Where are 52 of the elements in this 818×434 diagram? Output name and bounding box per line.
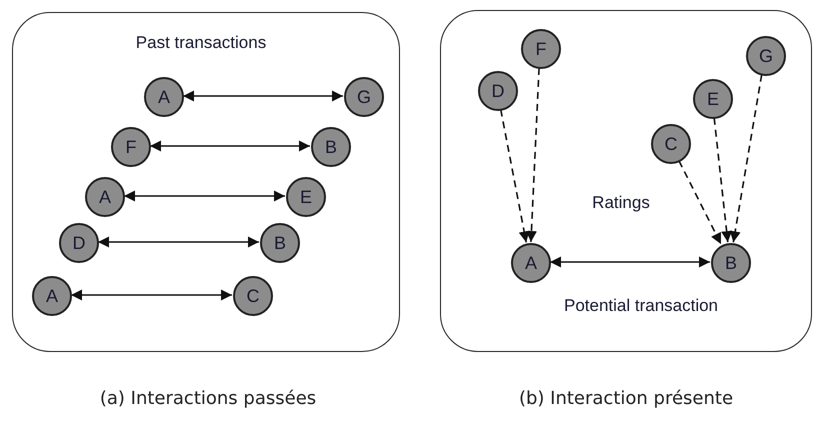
rounded-panel — [12, 12, 400, 352]
node-circle — [144, 77, 184, 117]
node-circle — [746, 36, 786, 76]
double-arrow — [550, 256, 710, 268]
node-letter: C — [246, 286, 260, 306]
double-arrow — [71, 290, 232, 300]
node-circle — [286, 177, 326, 217]
dashed-arrow — [730, 74, 762, 242]
double-arrow — [183, 90, 343, 102]
node-letter: F — [536, 38, 546, 60]
node-circle — [311, 127, 351, 167]
node-letter: D — [72, 232, 86, 254]
figure-caption: (a) Interactions passées — [100, 388, 316, 409]
panel-label: Potential transaction — [564, 296, 718, 316]
node-circle — [478, 71, 518, 111]
node-circle — [32, 276, 72, 316]
node-circle — [59, 223, 99, 263]
node-letter: A — [524, 252, 537, 274]
node-letter: B — [324, 136, 337, 158]
node-circle — [693, 79, 733, 119]
node-circle — [233, 276, 273, 316]
double-arrow — [150, 140, 310, 152]
panel-label: Ratings — [592, 193, 650, 213]
node-letter: E — [706, 88, 719, 110]
panel-label: Past transactions — [136, 33, 266, 53]
node-circle — [711, 243, 751, 283]
node-letter: A — [98, 186, 111, 208]
dashed-arrow — [713, 118, 732, 242]
rounded-panel — [440, 10, 812, 352]
node-letter: F — [126, 136, 136, 158]
node-circle — [111, 127, 151, 167]
node-circle — [511, 243, 551, 283]
dashed-arrow — [526, 68, 540, 242]
node-letter: E — [300, 186, 312, 208]
node-circle — [344, 77, 384, 117]
node-circle — [260, 223, 300, 263]
node-letter: G — [758, 46, 773, 66]
node-letter: B — [724, 252, 737, 274]
node-letter: D — [492, 80, 504, 102]
dashed-arrow — [500, 109, 530, 243]
double-arrow — [98, 236, 259, 248]
double-arrow — [124, 190, 285, 202]
node-circle — [521, 29, 561, 69]
node-letter: C — [664, 134, 678, 154]
dashed-arrow — [678, 160, 722, 244]
node-circle — [85, 177, 125, 217]
node-circle — [651, 124, 691, 164]
node-letter: A — [46, 286, 58, 306]
figure-caption: (b) Interaction présente — [518, 388, 734, 409]
node-letter: A — [158, 86, 170, 108]
node-letter: G — [356, 86, 371, 108]
node-letter: B — [274, 232, 286, 254]
